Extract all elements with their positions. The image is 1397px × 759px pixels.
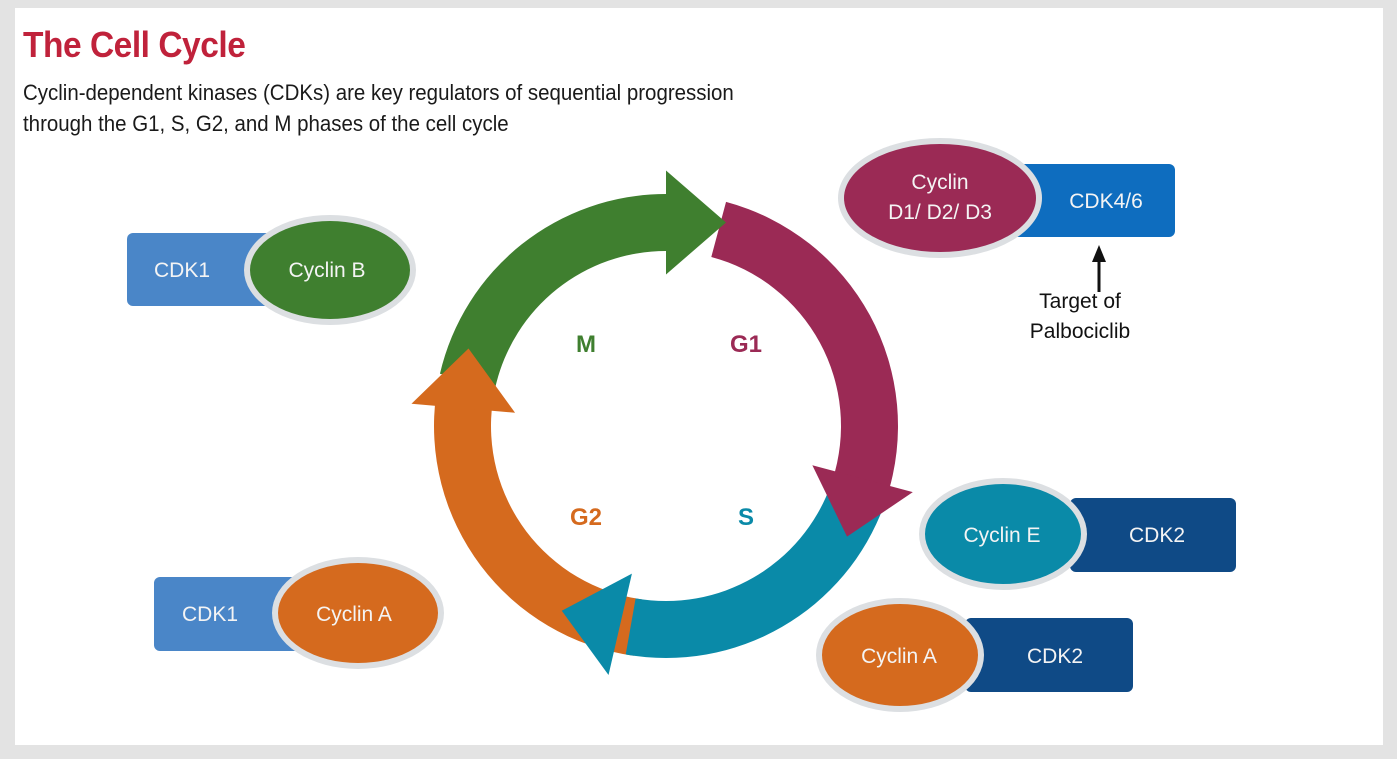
phase-label-G1: G1 [730,331,762,358]
cyclin-a-label: Cyclin A [861,645,937,668]
arrowhead-S [561,573,632,675]
cdk46-box [1000,164,1175,237]
palbociclib-annotation: Target of Palbociclib [995,287,1165,347]
cdk1-box [154,577,304,651]
cycle-ring [411,170,913,675]
complex-cyclin-a-cdk2: CDK2 Cyclin A [816,598,1133,712]
arrowhead-M [666,170,726,275]
cyclin-b-label: Cyclin B [288,259,365,282]
cyclin-e-label: Cyclin E [963,524,1040,547]
cyclin-b-oval [250,221,410,319]
annotation-line-1: Target of [1039,290,1121,313]
cyclin-d-label-line-2: D1/ D2/ D3 [888,201,992,224]
phase-label-M: M [576,331,596,358]
subtitle: Cyclin-dependent kinases (CDKs) are key … [23,77,734,139]
page-title: The Cell Cycle [23,24,246,65]
phase-label-G2: G2 [570,504,602,531]
complex-cyclin-e-cdk2: CDK2 Cyclin E [919,478,1236,590]
cdk1-label: CDK1 [154,259,210,282]
cyclin-a-oval [822,604,978,706]
cyclin-d-label-line-1: Cyclin [911,171,968,194]
arrow-G1 [711,201,898,498]
cdk46-label: CDK4/6 [1069,190,1143,213]
cyclin-a-label: Cyclin A [316,603,392,626]
arrow-G2 [434,393,642,656]
arrow-up-icon [1092,245,1106,262]
complex-cdk1-cyclin-b: CDK1 Cyclin B [127,215,416,325]
cdk2-label: CDK2 [1027,645,1083,668]
arrow-S [625,485,885,658]
cdk2-box [965,618,1133,692]
phase-label-S: S [738,504,754,531]
subtitle-line-2: through the G1, S, G2, and M phases of t… [23,111,509,136]
cyclin-e-oval [925,484,1081,584]
complex-cyclin-d-cdk46: CDK4/6 Cyclin D1/ D2/ D3 [838,138,1175,258]
cyclin-d-oval [844,144,1036,252]
cyclin-a-oval [278,563,438,663]
cdk1-box [127,233,277,306]
cdk2-box [1070,498,1236,572]
arrowhead-G2 [411,348,516,413]
complex-cdk1-cyclin-a: CDK1 Cyclin A [154,557,444,669]
cdk2-label: CDK2 [1129,524,1185,547]
arrow-M [439,194,666,387]
annotation-line-2: Palbociclib [1029,320,1131,343]
cdk1-label: CDK1 [182,603,238,626]
palbociclib-arrow [1092,245,1106,292]
arrowhead-G1 [812,465,913,537]
subtitle-line-1: Cyclin-dependent kinases (CDKs) are key … [23,80,734,105]
